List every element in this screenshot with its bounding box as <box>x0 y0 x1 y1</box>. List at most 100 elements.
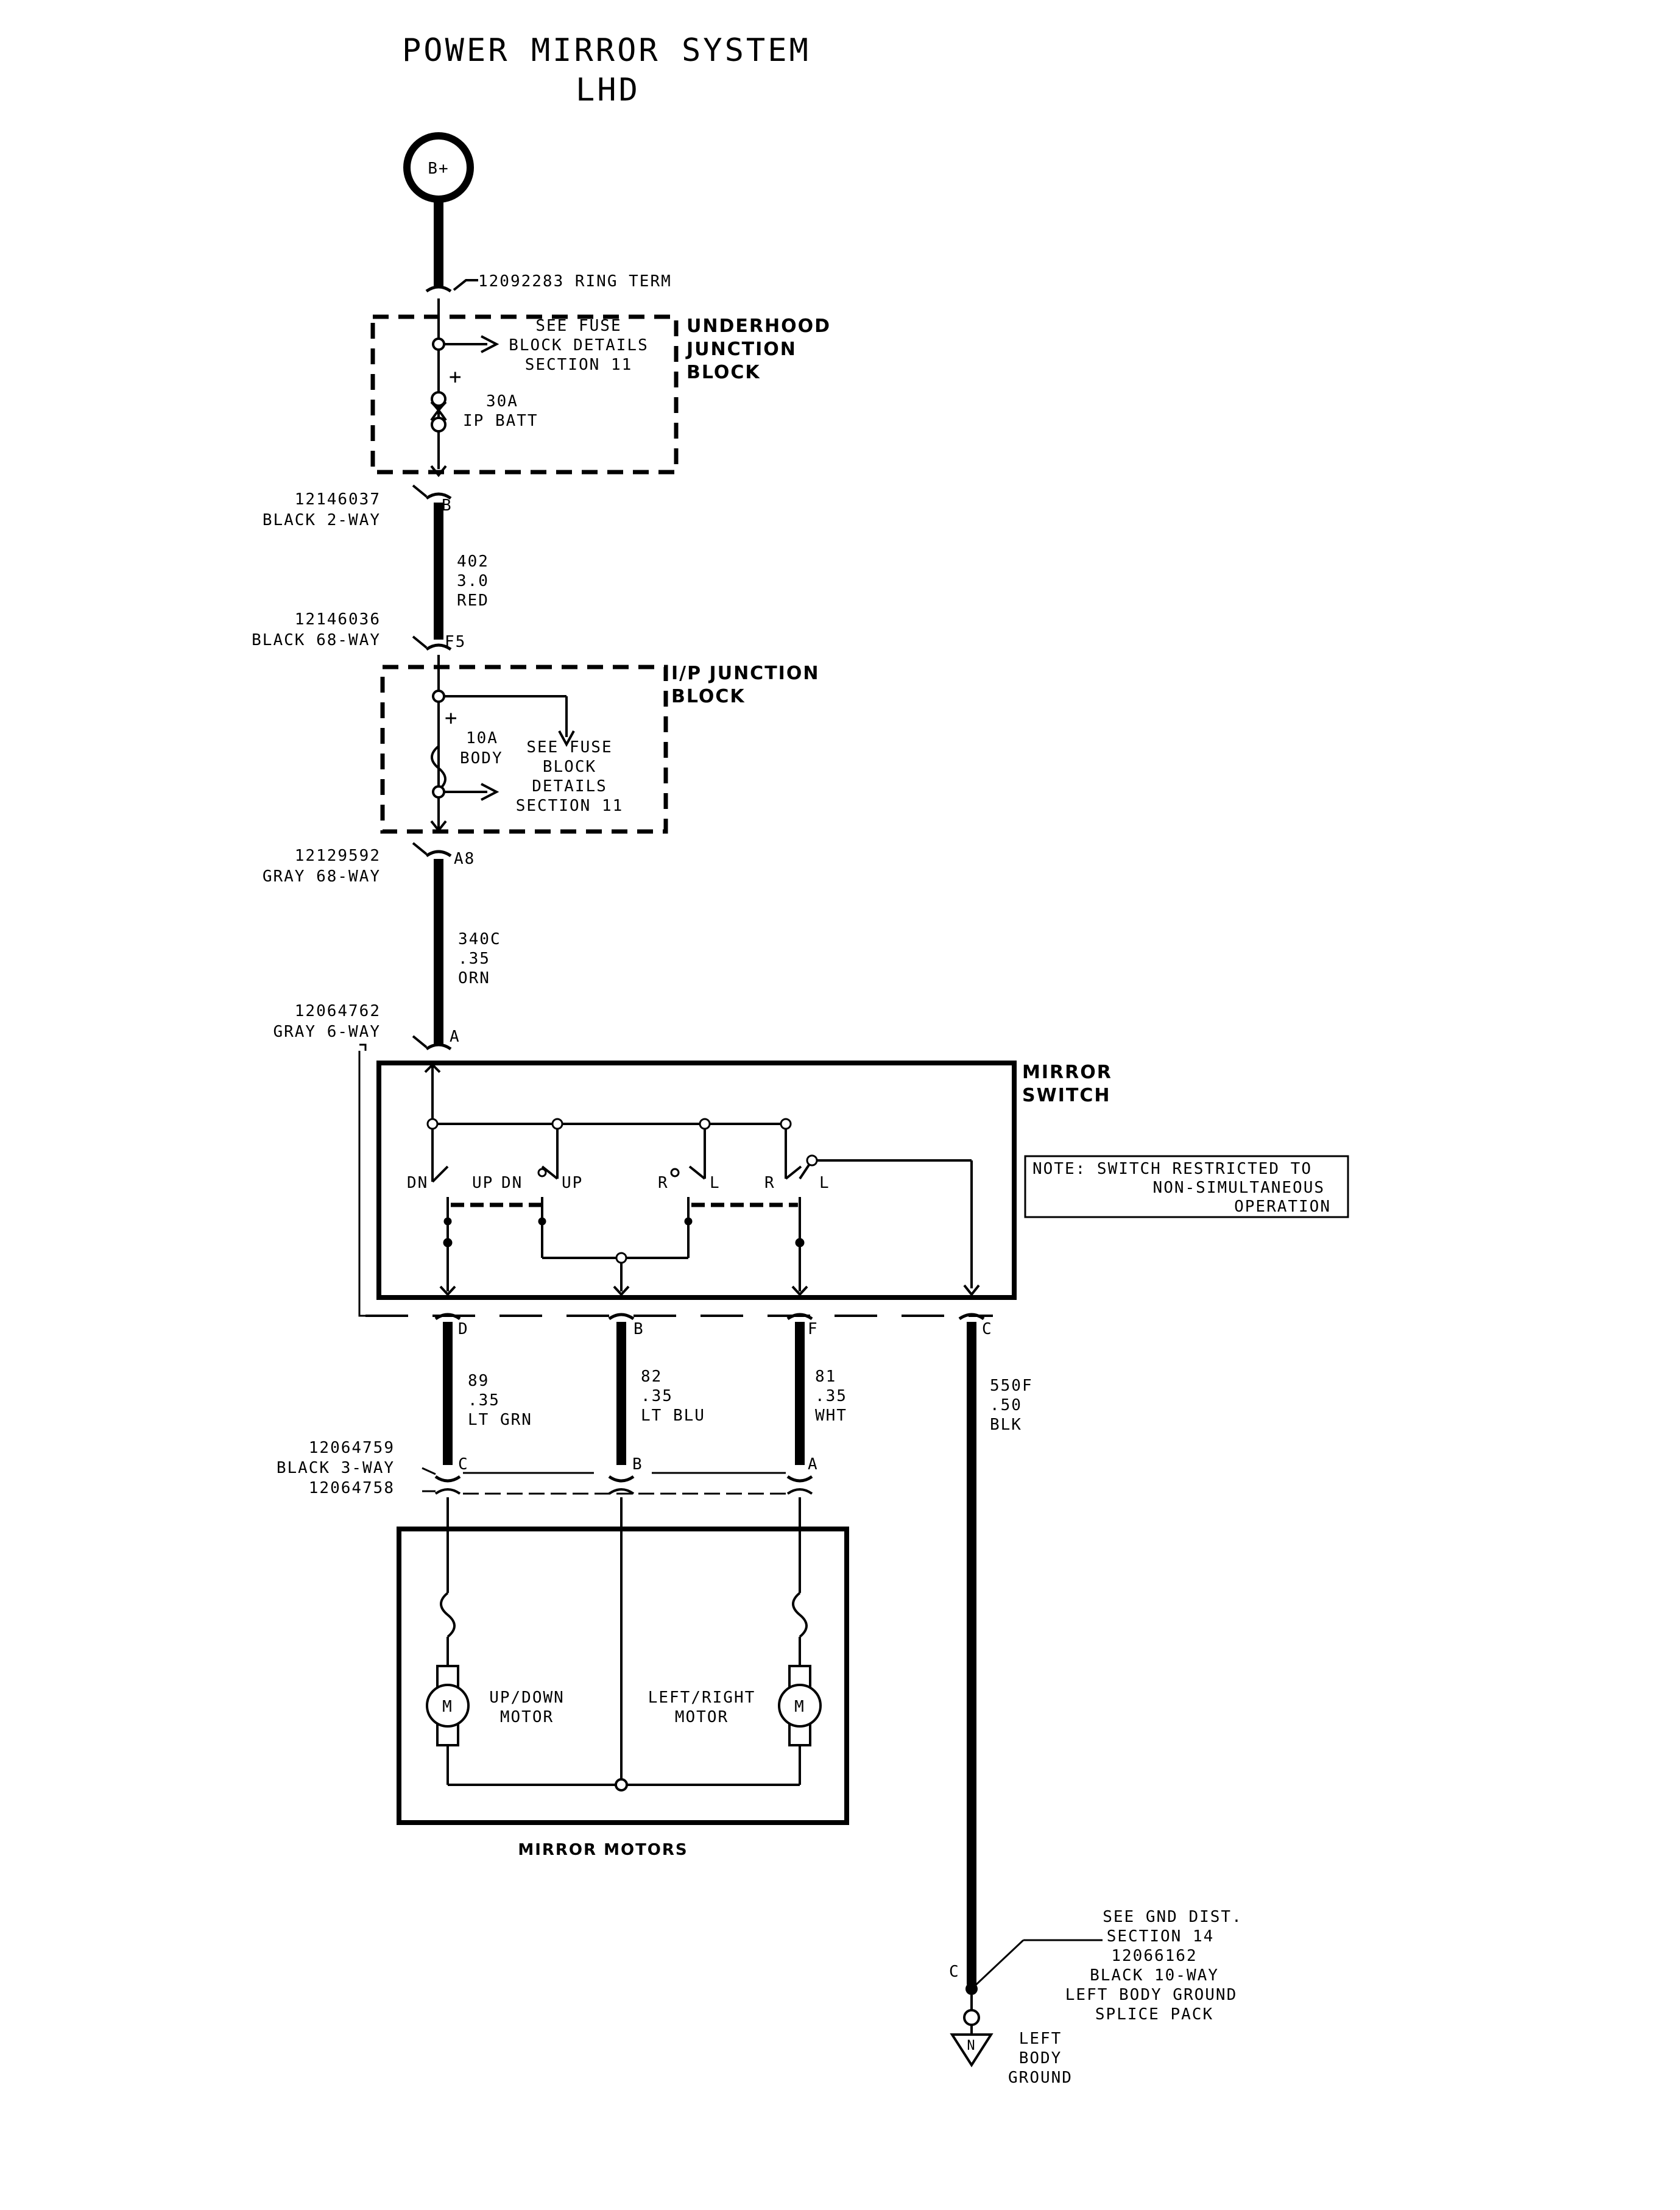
connector-12064759-part: 12064759 <box>309 1439 395 1457</box>
wire-550f-label: 550F .50 BLK <box>990 1377 1033 1434</box>
contact-dn-2: DN <box>501 1174 523 1192</box>
ip-note-line3: DETAILS <box>532 777 607 796</box>
connector-12129592: 12129592 GRAY 68-WAY A8 <box>263 842 475 886</box>
mirror-motors-wiring <box>440 1497 808 1786</box>
ip-junction-block-outline <box>380 665 668 834</box>
wire-89-circuit: 89 <box>468 1372 489 1390</box>
contact-dn-1: DN <box>407 1174 428 1192</box>
wire-82-color: LT BLU <box>641 1407 705 1425</box>
underhood-note-line3: SECTION 11 <box>525 356 633 374</box>
ground-note-line4: BLACK 10-WAY <box>1090 1966 1219 1985</box>
wire-340c-gauge: .35 <box>458 950 490 968</box>
ground-note-line1: SEE GND DIST. <box>1103 1908 1243 1926</box>
connector-12064762-pin: A <box>450 1028 461 1046</box>
ground-pin-c: C <box>949 1963 960 1981</box>
ground-label-line2: BODY <box>1019 2049 1062 2067</box>
contact-l-1: L <box>710 1174 721 1192</box>
fuse-10a-rating: 10A <box>466 729 498 747</box>
wire-89-color: LT GRN <box>468 1411 532 1429</box>
switch-pin-c: C <box>982 1320 993 1338</box>
updown-motor: M UP/DOWN MOTOR <box>426 1665 565 1746</box>
underhood-note-line1: SEE FUSE <box>535 317 621 335</box>
connector-12064762-part: 12064762 <box>295 1002 381 1020</box>
wire-550f-color: BLK <box>990 1416 1022 1434</box>
wire-81-circuit: 81 <box>815 1368 836 1386</box>
wire-81-label: 81 .35 WHT <box>815 1368 847 1425</box>
battery-source-label: B+ <box>428 160 449 178</box>
connector-5-pin-b: B <box>632 1455 643 1474</box>
diagram-title-line2: LHD <box>576 72 640 108</box>
switch-note-line2: NON-SIMULTANEOUS <box>1153 1179 1325 1197</box>
wire-402-label: 402 3.0 RED <box>457 552 489 610</box>
fuse-30a-name: IP BATT <box>463 412 538 430</box>
mirror-switch-housing <box>376 1061 1017 1300</box>
mirror-switch-name-line2: SWITCH <box>1022 1085 1110 1106</box>
wire-402-gauge: 3.0 <box>457 572 489 590</box>
switch-output-pins: D B F C <box>434 1313 993 1338</box>
ground-label-line3: GROUND <box>1008 2069 1073 2087</box>
wire-550f-circuit: 550F <box>990 1377 1033 1395</box>
connector-12129592-part: 12129592 <box>295 847 381 865</box>
diagram-title-line1: POWER MIRROR SYSTEM <box>402 32 811 69</box>
ground-symbol-letter: N <box>967 2038 976 2053</box>
ground-label: LEFT BODY GROUND <box>1008 2030 1073 2087</box>
ip-note-line2: BLOCK <box>543 758 596 776</box>
connector-12146036: 12146036 BLACK 68-WAY F5 <box>252 610 466 651</box>
leftright-motor-symbol: M <box>794 1698 805 1716</box>
contact-l-2: L <box>819 1174 830 1192</box>
connector-12129592-desc: GRAY 68-WAY <box>263 867 381 886</box>
switch-nodes <box>426 1118 818 1264</box>
wire-402-color: RED <box>457 591 489 610</box>
wire-82-label: 82 .35 LT BLU <box>641 1368 705 1425</box>
connector-12064759-desc: BLACK 3-WAY <box>277 1459 395 1477</box>
contact-r-2: R <box>764 1174 775 1192</box>
wire-81-gauge: .35 <box>815 1387 847 1405</box>
updown-motor-symbol: M <box>442 1698 453 1716</box>
connector-12064759: 12064759 BLACK 3-WAY 12064758 C B A <box>277 1439 819 1497</box>
wire-340c-circuit: 340C <box>458 930 501 948</box>
connector-5-pin-a: A <box>808 1455 819 1474</box>
ground-splice: C N <box>949 1939 1103 2067</box>
connector-12146036-desc: BLACK 68-WAY <box>252 631 381 649</box>
connector-12064762-desc: GRAY 6-WAY <box>273 1023 381 1041</box>
battery-source: B+ <box>403 132 474 203</box>
ground-note-line5: LEFT BODY GROUND <box>1065 1986 1237 2004</box>
switch-pin-d: D <box>458 1320 469 1338</box>
connector-12064758-part: 12064758 <box>309 1479 395 1497</box>
ip-block-name: I/P JUNCTION BLOCK <box>671 663 818 707</box>
underhood-block-name: UNDERHOOD JUNCTION BLOCK <box>685 316 831 383</box>
wire-81-color: WHT <box>815 1407 847 1425</box>
ground-label-line1: LEFT <box>1019 2030 1062 2048</box>
wire-89-gauge: .35 <box>468 1391 500 1410</box>
contact-r-1: R <box>658 1174 669 1192</box>
switch-note-box <box>1024 1155 1349 1218</box>
underhood-block-note: SEE FUSE BLOCK DETAILS SECTION 11 <box>509 317 649 374</box>
connector-12146037-pin: B <box>442 496 453 515</box>
ground-note-line2: SECTION 14 <box>1107 1927 1215 1946</box>
wire-402-circuit: 402 <box>457 552 489 571</box>
switch-contact-labels: DN UP DN UP R L R L <box>407 1174 830 1192</box>
connector-12146037-desc: BLACK 2-WAY <box>263 511 381 529</box>
connector-12129592-pin: A8 <box>454 850 475 868</box>
connector-12146036-part: 12146036 <box>295 610 381 629</box>
ring-term-label: 12092283 RING TERM <box>478 272 672 291</box>
switch-pin-f: F <box>808 1320 819 1338</box>
mirror-switch-name: MIRROR SWITCH <box>1022 1062 1111 1106</box>
switch-note-line1: NOTE: SWITCH RESTRICTED TO <box>1032 1160 1312 1178</box>
underhood-name-line1: UNDERHOOD <box>686 316 831 337</box>
connector-12064762: 12064762 GRAY 6-WAY A <box>273 1002 461 1051</box>
connector-12146036-pin: F5 <box>445 633 466 651</box>
wire-82-gauge: .35 <box>641 1387 673 1405</box>
fuse-10a-body: + 10A BODY <box>431 706 502 791</box>
underhood-note-line2: BLOCK DETAILS <box>509 336 649 355</box>
contact-up-1: UP <box>472 1174 493 1192</box>
wire-89-label: 89 .35 LT GRN <box>468 1372 532 1429</box>
wire-340c-color: ORN <box>458 969 490 987</box>
wire-82-circuit: 82 <box>641 1368 662 1386</box>
updown-motor-label-line1: UP/DOWN <box>489 1689 565 1707</box>
ip-note-line1: SEE FUSE <box>526 738 612 757</box>
switch-pin-b: B <box>634 1320 644 1338</box>
fuse-30a-ip-batt: + 30A IP BATT <box>430 365 538 432</box>
connector-12146037: 12146037 BLACK 2-WAY B <box>263 484 453 529</box>
